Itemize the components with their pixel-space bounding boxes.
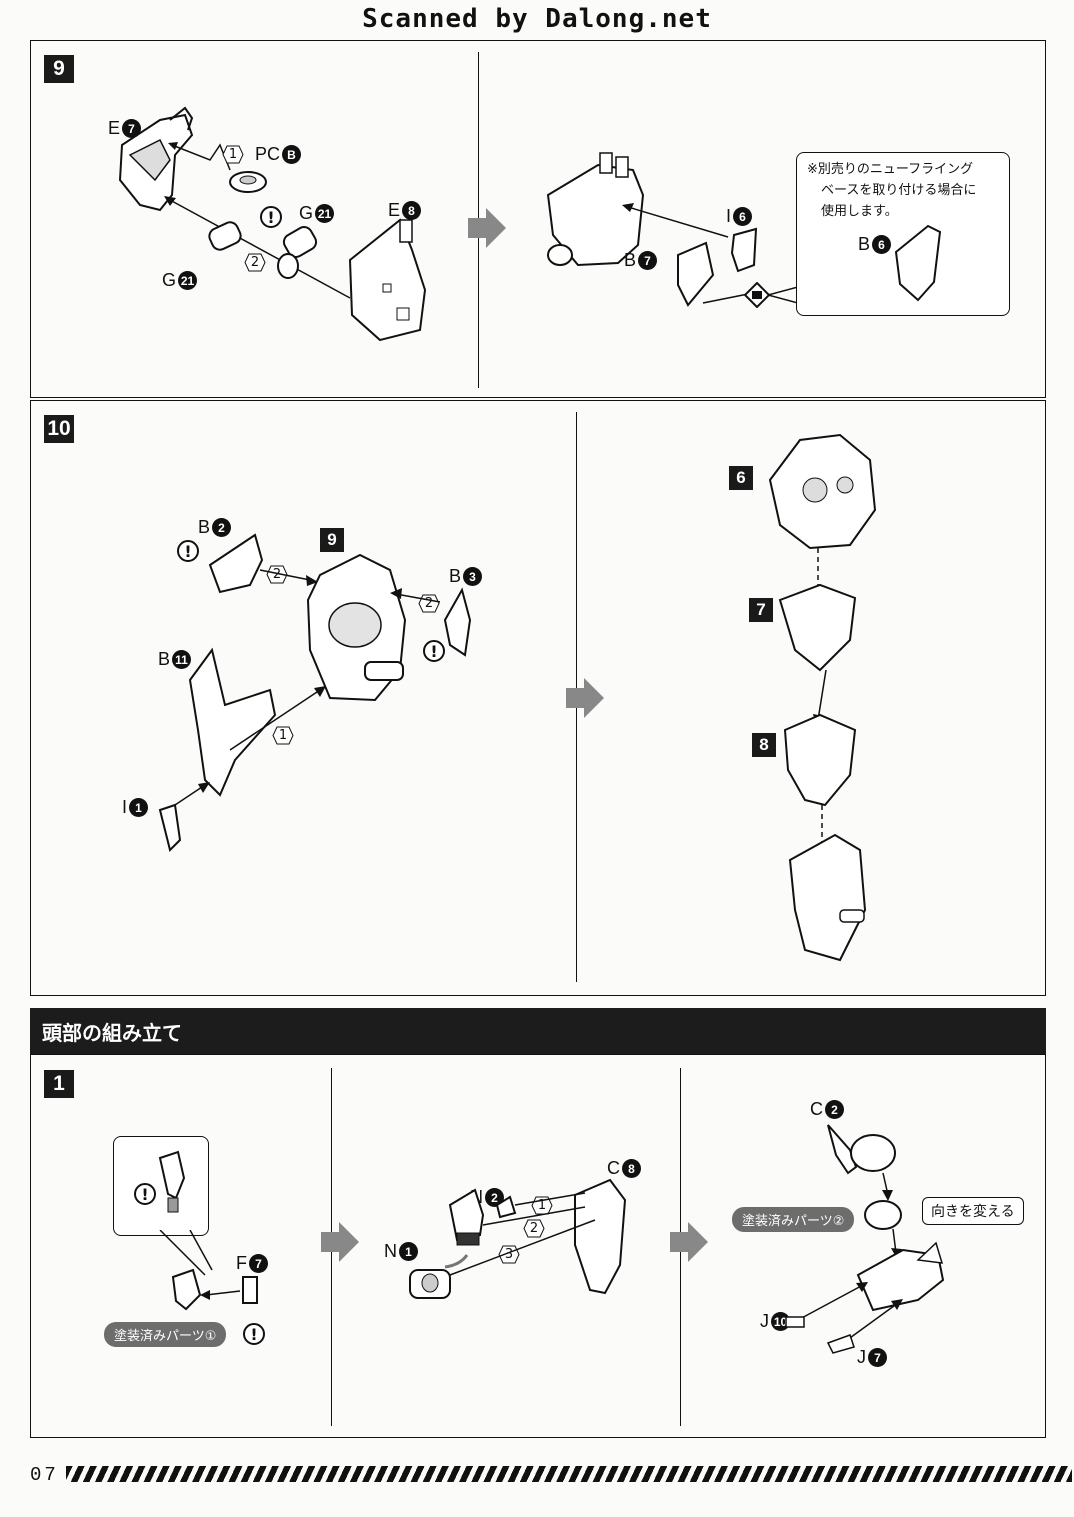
step-9-result-illustration (546, 152, 758, 307)
page-number: 07 (30, 1464, 59, 1486)
seq-1: 1 (222, 145, 244, 164)
step-9-illustration (118, 106, 427, 342)
runner-tag-icon (744, 282, 770, 308)
painted-part-1-tag: 塗装済みパーツ① (104, 1322, 227, 1347)
step-arrow-icon (468, 208, 506, 248)
ref-step-8-badge: 8 (752, 733, 776, 757)
warning-icon: ! (177, 540, 199, 562)
detail-callout-box (113, 1136, 209, 1236)
seq-2: 2 (244, 253, 266, 272)
note-line-1: ※別売りのニューフライング (807, 162, 974, 177)
head-final-assembly-illustration (785, 1124, 945, 1354)
f7-assembly-illustration (171, 1268, 258, 1311)
head-step-1-panel (30, 1054, 1046, 1438)
callout-line (768, 286, 798, 304)
step-10-illustration (158, 533, 472, 852)
head-shell-assembly-illustration (409, 1178, 627, 1299)
footer-stripe-bar (66, 1466, 1072, 1482)
step-10-number: 10 (44, 415, 74, 443)
change-direction-callout: 向きを変える (922, 1197, 1024, 1225)
warning-icon: ! (423, 640, 445, 662)
ref-step-7-badge: 7 (749, 598, 773, 622)
warning-icon: ! (134, 1183, 156, 1205)
ref-step-9-badge: 9 (320, 528, 344, 552)
step-9-number: 9 (44, 55, 74, 83)
warning-icon: ! (243, 1323, 265, 1345)
b6-part-illustration (894, 224, 942, 302)
note-line-3: 使用します。 (821, 204, 898, 219)
ref-step-6-badge: 6 (729, 466, 753, 490)
step-arrow-icon (670, 1222, 708, 1262)
f-part-detail (158, 1150, 186, 1213)
step-10-panel (30, 400, 1046, 996)
detail-callout-pointer (159, 1230, 213, 1276)
step-arrow-icon (566, 678, 604, 718)
optional-base-note: ※別売りのニューフライング ベースを取り付ける場合に 使用します。 (796, 152, 1010, 316)
painted-part-2-tag: 塗装済みパーツ② (732, 1207, 855, 1232)
head-torso-stack-illustration (768, 433, 877, 962)
seq-2: 2 (523, 1219, 545, 1238)
head-step-1-number: 1 (44, 1070, 74, 1098)
scan-credit: Scanned by Dalong.net (362, 4, 712, 34)
seq-2: 2 (266, 565, 288, 584)
section-title-head-assembly: 頭部の組み立て (30, 1008, 1046, 1054)
warning-icon: ! (260, 206, 282, 228)
step-9-panel (30, 40, 1046, 398)
step-arrow-icon (321, 1222, 359, 1262)
note-line-2: ベースを取り付ける場合に (821, 183, 977, 198)
seq-1: 1 (272, 726, 294, 745)
